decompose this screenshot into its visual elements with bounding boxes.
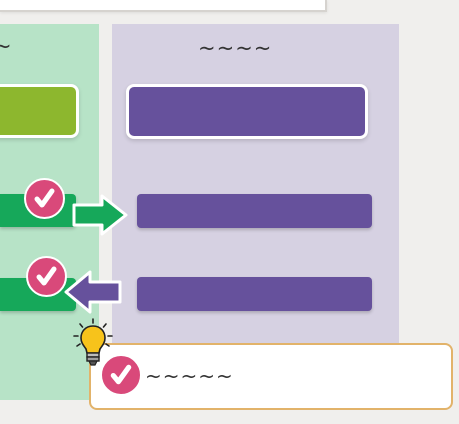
- check-icon: [26, 256, 67, 297]
- top-card: [0, 0, 327, 12]
- right-header-box[interactable]: [126, 84, 368, 139]
- lightbulb-icon: [73, 318, 113, 366]
- left-column-heading: ~: [0, 34, 13, 58]
- right-item-1[interactable]: [137, 194, 372, 228]
- right-column-heading: ~~~~: [198, 36, 273, 60]
- check-icon: [24, 178, 65, 219]
- hint-box: [89, 343, 453, 410]
- hint-text: ~~~~~: [145, 364, 234, 388]
- right-item-2[interactable]: [137, 277, 372, 311]
- arrow-left-icon: [64, 270, 122, 314]
- check-icon: [100, 354, 142, 396]
- arrow-right-icon: [72, 194, 128, 236]
- left-header-box[interactable]: [0, 84, 79, 138]
